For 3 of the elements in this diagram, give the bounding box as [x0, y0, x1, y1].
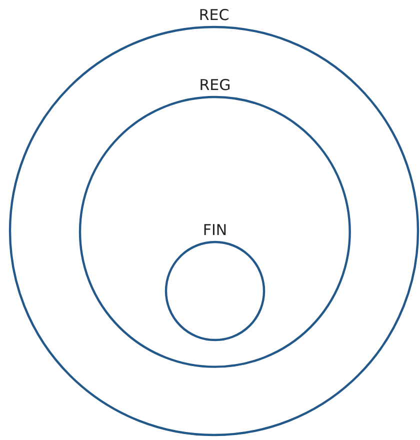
set-label: REG — [199, 75, 231, 96]
set-label: FIN — [202, 220, 228, 241]
set-label: REC — [198, 5, 230, 26]
